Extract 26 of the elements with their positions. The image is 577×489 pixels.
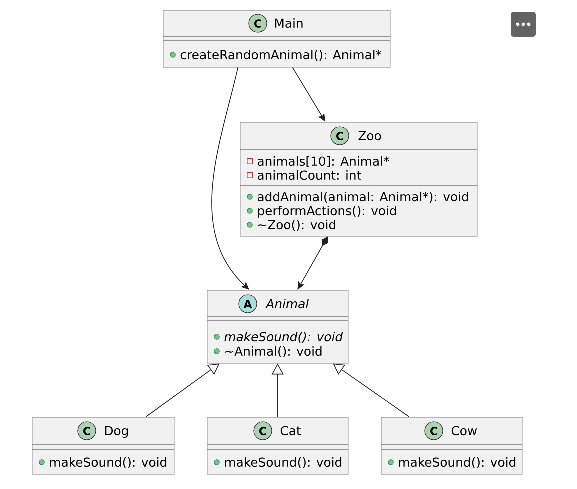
class-badge: C — [78, 422, 96, 440]
composition-arrow — [298, 236, 328, 290]
class-badge: C — [424, 422, 444, 440]
class-badge: C — [330, 126, 350, 146]
class-name: Main — [275, 18, 303, 28]
method-text: makeSound(): void — [50, 457, 167, 469]
class-badge: C — [248, 14, 268, 33]
method-text: makeSound(): void — [399, 457, 516, 469]
method-text: addAnimal(animal: Animal*): void — [258, 192, 468, 204]
method-text: performActions(): void — [258, 206, 396, 218]
method-text: createRandomAnimal(): Animal* — [180, 50, 382, 62]
method-text: makeSound(): void — [225, 457, 342, 469]
class-name: Dog — [105, 426, 128, 438]
attribute-text: animalCount: int — [258, 170, 362, 180]
class-name: Zoo — [358, 131, 382, 141]
inheritance-arrow — [333, 364, 410, 418]
attribute-text: animals[10]: Animal* — [258, 156, 390, 168]
method-text: ~Animal(): void — [226, 346, 322, 358]
class-name: Cat — [280, 426, 302, 436]
class-name: Cow — [452, 426, 478, 436]
class-name: Animal — [266, 298, 310, 309]
class-badge: A — [238, 294, 258, 314]
class-badge: C — [254, 422, 272, 440]
method-text: makeSound(): void — [224, 332, 344, 344]
method-text: ~Zoo(): void — [258, 220, 336, 232]
arrow — [212, 67, 250, 290]
